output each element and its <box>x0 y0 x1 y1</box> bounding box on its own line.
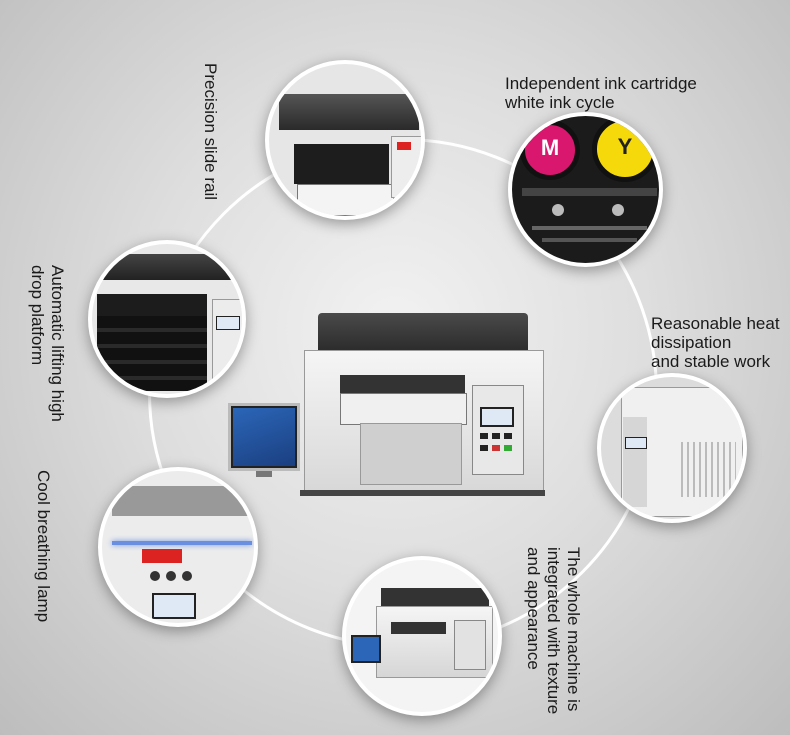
label-breathing-lamp: Cool breathing lamp <box>34 470 53 623</box>
magenta-letter: M <box>540 135 560 160</box>
label-whole-machine: The whole machine is integrated with tex… <box>524 547 583 715</box>
label-heat-line2: dissipation <box>651 333 732 352</box>
center-printer <box>300 305 545 505</box>
label-ink-cartridge-line2: white ink cycle <box>505 93 615 112</box>
circle-lifting-platform <box>88 240 246 398</box>
label-ink-cartridge-line1: Independent ink cartridge <box>505 74 697 93</box>
label-heat-line3: and stable work <box>651 352 771 371</box>
circle-ink-cartridge: M Y <box>508 112 663 267</box>
magenta-cartridge-cap <box>520 120 580 180</box>
circle-whole-machine <box>342 556 502 716</box>
label-precision-slide-rail: Precision slide rail <box>201 63 220 200</box>
circle-heat-dissipation <box>597 373 747 523</box>
yellow-letter: Y <box>617 134 633 159</box>
monitor <box>228 403 300 471</box>
monitor-screen <box>233 408 295 466</box>
yellow-cartridge-cap <box>592 116 658 182</box>
label-heat-line1: Reasonable heat <box>651 314 780 333</box>
circle-breathing-lamp <box>98 467 258 627</box>
label-lifting-platform: Automatic lifting high drop platform <box>28 265 67 422</box>
circle-slide-rail <box>265 60 425 220</box>
